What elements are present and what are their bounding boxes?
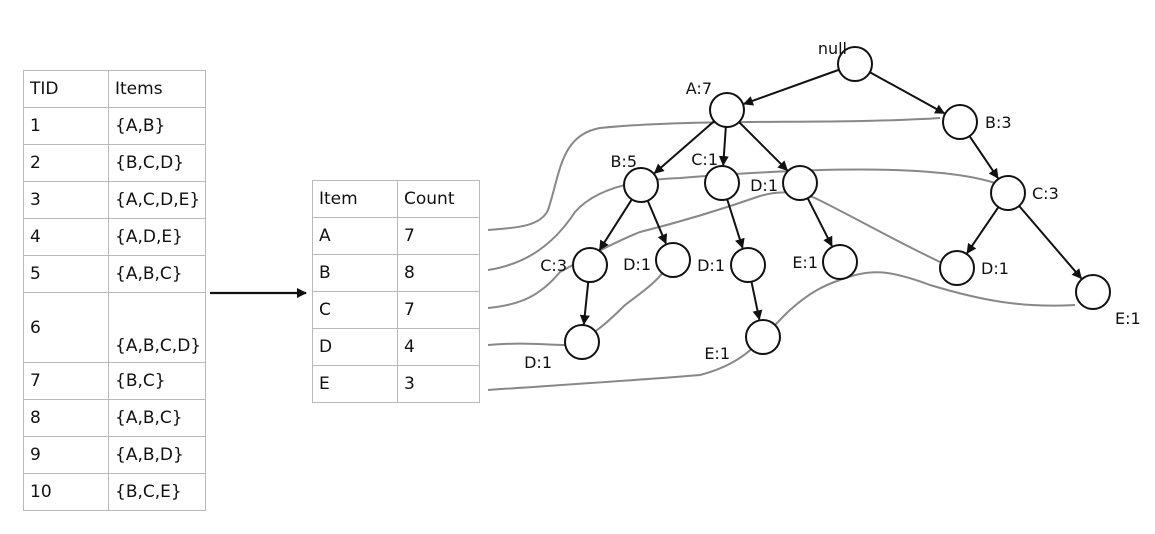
tree-edge-d1-e1 (806, 197, 833, 247)
tree-node-d2: D:1 (623, 242, 691, 278)
tree-node-circle (623, 167, 659, 203)
tree-edge-c3-d5 (579, 281, 590, 326)
tree-node-label: C:3 (1032, 184, 1059, 203)
tree-node-c3: C:3 (540, 247, 608, 283)
item-count-header-cell: Item (312, 180, 398, 218)
tree-node-label: D:1 (750, 176, 778, 195)
header-link-d (487, 191, 941, 309)
tree-node-circle (837, 46, 873, 82)
tree-node-circle (564, 324, 600, 360)
tree-node-c2: C:3 (990, 175, 1059, 211)
transactions-cell: 3 (23, 181, 109, 219)
tree-node-label: D:1 (524, 353, 552, 372)
tree-edge-root-a (742, 68, 840, 106)
transactions-row: 6{A,B,C,D} (23, 292, 206, 363)
tree-edge-a-c1 (718, 126, 729, 167)
tree-node-circle (572, 247, 608, 283)
transactions-cell: {A,B,C,D} (108, 292, 206, 363)
tree-node-root: null (818, 39, 873, 82)
transactions-header-cell: TID (23, 70, 109, 108)
tree-node-label: E:1 (792, 253, 818, 272)
tree-node-e3: E:1 (704, 319, 781, 363)
transactions-row: 2{B,C,D} (23, 144, 206, 182)
tree-node-d1: D:1 (750, 165, 818, 201)
tree-node-b1: B:3 (942, 104, 1012, 140)
transactions-cell: {B,C,E} (108, 473, 206, 511)
tree-node-label: B:3 (985, 113, 1012, 132)
transactions-cell: 6 (23, 292, 109, 363)
tree-edge-a-d1 (738, 121, 788, 171)
transactions-row: 9{A,B,D} (23, 436, 206, 474)
tree-node-label: C:3 (540, 256, 567, 275)
tree-node-circle (745, 319, 781, 355)
tree-node-circle (704, 165, 740, 201)
header-link-b (487, 117, 941, 231)
transactions-cell: 5 (23, 255, 109, 293)
tree-node-c1: C:1 (691, 150, 740, 201)
tree-node-label: A:7 (686, 79, 712, 98)
tree-node-label: C:1 (691, 150, 718, 169)
tree-edge-a-b2 (653, 120, 715, 174)
transactions-cell: 10 (23, 473, 109, 511)
tree-node-label: E:1 (1115, 309, 1141, 328)
tree-edge-b2-d2 (646, 200, 668, 245)
tree-node-circle (730, 247, 766, 283)
tree-node-b2: B:5 (610, 152, 659, 203)
tree-node-d4: D:1 (939, 250, 1009, 286)
tree-node-circle (655, 242, 691, 278)
tree-node-circle (709, 92, 745, 128)
tree-edge-c1-d3 (726, 198, 745, 249)
tree-edge-root-b1 (869, 71, 946, 115)
tree-node-label: D:1 (623, 255, 651, 274)
transactions-row: 10{B,C,E} (23, 473, 206, 511)
tree-node-e1: E:1 (792, 244, 858, 280)
transactions-cell: 2 (23, 144, 109, 182)
tree-node-e2: E:1 (1075, 274, 1141, 328)
transactions-cell: {B,C} (108, 362, 206, 400)
tree-edge-b2-c3 (598, 198, 633, 251)
tree-node-circle (822, 244, 858, 280)
item-count-cell: E (312, 365, 398, 403)
transactions-cell: {B,C,D} (108, 144, 206, 182)
tree-node-circle (942, 104, 978, 140)
item-count-cell: 4 (397, 328, 480, 366)
tree-edge-b1-c2 (968, 135, 999, 179)
tree-node-label: null (818, 39, 847, 58)
header-link-e (487, 271, 1076, 391)
tree-node-circle (939, 250, 975, 286)
item-count-cell: 3 (397, 365, 480, 403)
tree-node-circle (990, 175, 1026, 211)
item-count-cell: 7 (397, 217, 480, 255)
transactions-header-cell: Items (108, 70, 206, 108)
tree-node-circle (782, 165, 818, 201)
tree-node-label: B:5 (610, 152, 637, 171)
tree-edge-d3-e3 (750, 281, 763, 321)
tree-node-d5: D:1 (524, 324, 600, 372)
tree-edge-c2-d4 (966, 206, 1000, 254)
tree-edge-c2-e2 (1018, 205, 1083, 280)
item-count-cell: 7 (397, 291, 480, 329)
tree-node-label: D:1 (697, 256, 725, 275)
tree-node-a: A:7 (686, 79, 745, 128)
tree-node-label: D:1 (981, 259, 1009, 278)
tree-node-circle (1075, 274, 1111, 310)
item-count-cell: 8 (397, 254, 480, 292)
tree-edges (579, 68, 1083, 326)
tree-node-label: E:1 (704, 344, 730, 363)
tree-node-d3: D:1 (697, 247, 766, 283)
